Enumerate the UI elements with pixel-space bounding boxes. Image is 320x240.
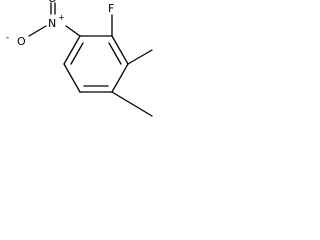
structure-diagram: F N + O O - (6, 0, 153, 117)
ring-bond-c3-c4 (111, 63, 129, 93)
benzene-ring (63, 35, 129, 93)
ring-bond-c6-c1 (63, 35, 81, 65)
nitro-charge-plus: + (58, 13, 65, 22)
nitro-charge-minus: - (6, 33, 9, 43)
ring-double-bond-c2-c3 (108, 42, 122, 65)
ring-double-bond-c6-c1 (70, 42, 84, 65)
nitro-oxygen-top-label: O (48, 0, 57, 5)
methyl-bond-c3 (127, 49, 153, 65)
nitro-bond (65, 25, 81, 37)
methyl-bond-c4 (111, 91, 153, 117)
fluorine-label: F (108, 2, 114, 15)
nitro-single-bond (28, 25, 47, 37)
nitro-oxygen-left-label: O (17, 35, 26, 48)
ring-bond-c5-c6 (63, 63, 81, 93)
ring-bond-c2-c3 (111, 35, 129, 65)
nitro-nitrogen-label: N (48, 17, 56, 30)
